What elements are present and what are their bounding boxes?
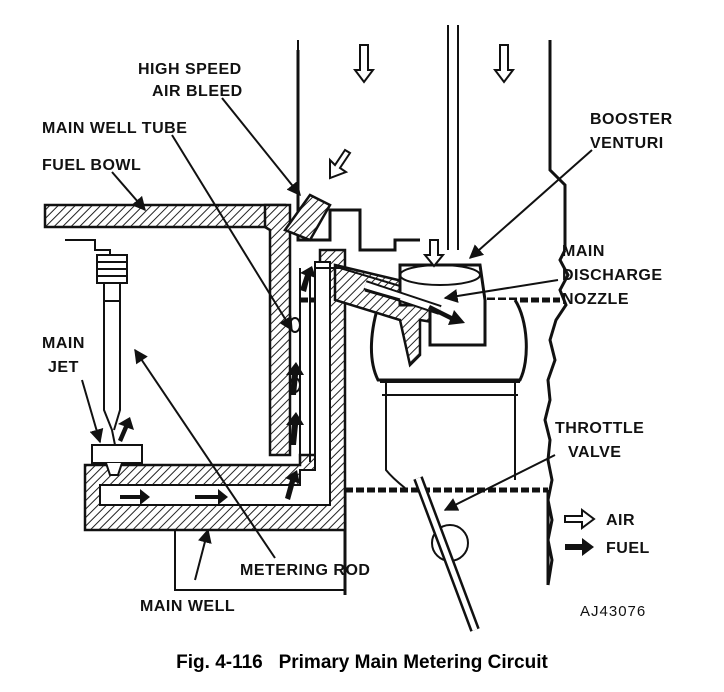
label-metering-rod: METERING ROD xyxy=(240,562,370,579)
label-main-well: MAIN WELL xyxy=(140,598,235,615)
label-main-discharge-nozzle-1: MAIN xyxy=(562,243,605,260)
label-main-jet-1: MAIN xyxy=(42,335,85,352)
label-main-discharge-nozzle-2: DISCHARGE xyxy=(562,267,663,284)
figure-caption: Fig. 4-116 Primary Main Metering Circuit xyxy=(176,652,548,673)
main-well-passage xyxy=(83,248,347,532)
fuel-arrow-icon xyxy=(565,538,594,556)
air-flow-arrows xyxy=(329,44,515,302)
label-high-speed-air-bleed-1: HIGH SPEED xyxy=(138,61,242,78)
legend-fuel: FUEL xyxy=(606,540,650,557)
label-high-speed-air-bleed-2: AIR BLEED xyxy=(152,83,243,100)
air-arrow-icon xyxy=(564,508,596,530)
label-fuel-bowl: FUEL BOWL xyxy=(42,157,141,174)
label-booster-venturi-1: BOOSTER xyxy=(590,111,673,128)
figure-code: AJ43076 xyxy=(580,603,646,620)
labels: HIGH SPEED AIR BLEED MAIN WELL TUBE FUEL… xyxy=(42,61,673,615)
leader-lines xyxy=(81,97,593,581)
throttle-valve xyxy=(413,476,480,632)
label-throttle-valve-1: THROTTLE xyxy=(555,420,644,437)
fuel-flow-arrows xyxy=(118,266,465,505)
label-throttle-valve-2: VALVE xyxy=(568,444,621,461)
main-jet-assembly xyxy=(65,239,143,476)
label-booster-venturi-2: VENTURI xyxy=(590,135,664,152)
legend: AIR FUEL xyxy=(564,508,650,557)
label-main-well-tube: MAIN WELL TUBE xyxy=(42,120,187,137)
label-main-jet-2: JET xyxy=(48,359,79,376)
legend-air: AIR xyxy=(606,512,635,529)
center-rod xyxy=(447,25,459,250)
label-main-discharge-nozzle-3: NOZZLE xyxy=(562,291,629,308)
fuel-bowl xyxy=(43,203,292,457)
